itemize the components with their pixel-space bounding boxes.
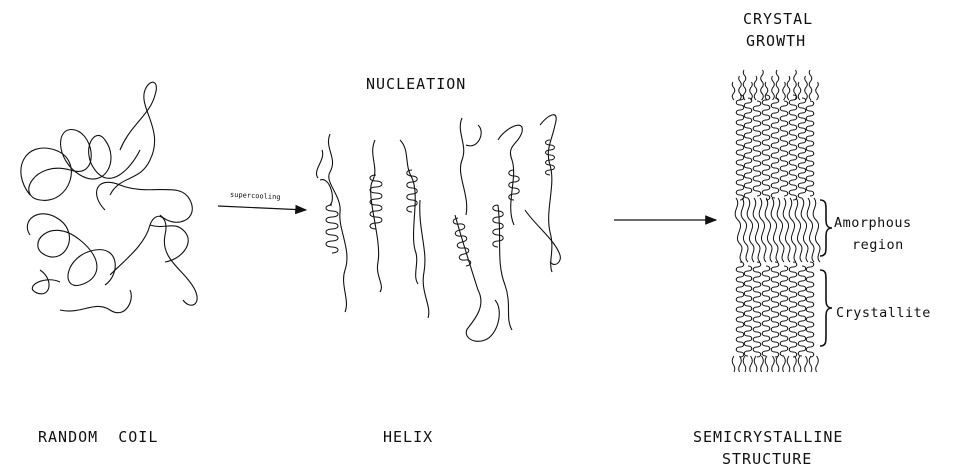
amorphous-chain-end	[805, 356, 808, 372]
crystallite-chain-coil	[771, 262, 779, 357]
crystallite-chain-coil	[806, 101, 814, 196]
crystallite-chain-coil	[736, 262, 744, 357]
amorphous-chain-segment	[771, 198, 778, 262]
amorphous-chain-segment	[783, 198, 790, 262]
amorphous-chain-end	[765, 356, 768, 372]
amorphous-chain-end	[805, 76, 808, 100]
crystal-label: CRYSTAL	[743, 10, 813, 28]
amorphous-chain-end	[816, 82, 819, 100]
amorphous-chain-segment	[795, 198, 802, 262]
semicrystalline-drawing	[732, 70, 820, 372]
crystallite-brace	[820, 270, 832, 346]
crystallite-chain-coil	[762, 95, 770, 200]
crystallite-chain-coil	[806, 262, 814, 357]
amorphous-chain-end	[776, 356, 779, 372]
amorphous-chain-end	[750, 356, 753, 372]
arrow-coil-to-helix	[218, 206, 306, 210]
amorphous-chain-end	[798, 356, 801, 372]
amorphous-chain-segment	[735, 198, 742, 262]
amorphous-label: Amorphous	[834, 215, 912, 231]
crystallite-chain-coil	[798, 266, 806, 356]
amorphous-chain-end	[783, 356, 786, 372]
amorphous-chain-segment	[747, 198, 754, 262]
crystallite-chain-coil	[771, 98, 779, 198]
amorphous-chain-end	[787, 356, 790, 372]
crystallite-chain-coil	[762, 266, 770, 356]
amorphous-chain-end	[776, 70, 779, 100]
amorphous-chain-end	[739, 76, 742, 100]
crystallite-chain-coil	[789, 95, 797, 200]
amorphous-chain-end	[772, 76, 775, 100]
crystallite-label: Crystallite	[836, 305, 931, 321]
amorphous-chain-end	[732, 82, 735, 100]
crystallite-chain-coil	[753, 101, 761, 196]
amorphous-chain-end	[743, 356, 746, 372]
amorphous-chain-end	[754, 76, 757, 100]
random-coil-drawing	[21, 82, 197, 313]
amorphous-chain-end	[772, 356, 775, 372]
crystallite-chain-coil	[744, 266, 752, 356]
crystallite-chain-coil	[780, 266, 788, 356]
structure-caption: STRUCTURE	[722, 450, 812, 468]
amorphous-chain-segment	[753, 198, 760, 262]
amorphous-chain-segment	[777, 198, 784, 262]
amorphous-brace	[820, 200, 832, 256]
amorphous-chain-end	[732, 356, 735, 372]
helix-caption: HELIX	[383, 428, 433, 446]
amorphous-chain-segment	[765, 198, 772, 262]
amorphous-chain-segment	[807, 198, 814, 262]
amorphous-chain-segment	[759, 198, 766, 262]
growth-label: GROWTH	[746, 32, 806, 50]
crystallite-chain-coil	[744, 98, 752, 198]
amorphous-chain-end	[798, 82, 801, 100]
amorphous-chain-segment	[789, 198, 796, 262]
amorphous-chain-segment	[741, 198, 748, 262]
amorphous-chain-end	[783, 82, 786, 100]
crystallite-chain-coil	[780, 101, 788, 196]
amorphous-chain-end	[809, 356, 812, 372]
crystallite-chain-coil	[789, 262, 797, 357]
semicrystalline-caption: SEMICRYSTALLINE	[693, 428, 843, 446]
crystallite-chain-coil	[798, 98, 806, 198]
crystallite-chain-coil	[753, 262, 761, 357]
helix-drawing	[316, 115, 560, 342]
amorphous-chain-end	[765, 82, 768, 100]
amorphous-chain-end	[761, 70, 764, 100]
amorphous-chain-end	[794, 356, 797, 372]
crystallite-chain-coil	[736, 95, 744, 200]
amorphous-chain-end	[739, 356, 742, 372]
amorphous-chain-end	[809, 70, 812, 100]
amorphous-chain-end	[787, 76, 790, 100]
amorphous-chain-end	[743, 70, 746, 100]
random-coil-caption: RANDOM COIL	[38, 428, 158, 446]
amorphous-chain-end	[761, 356, 764, 372]
amorphous-chain-end	[754, 356, 757, 372]
nucleation-label: NUCLEATION	[366, 75, 466, 93]
region-label: region	[852, 237, 904, 253]
amorphous-chain-end	[816, 356, 819, 372]
amorphous-chain-segment	[801, 198, 808, 262]
amorphous-chain-segment	[813, 198, 820, 262]
amorphous-chain-end	[750, 82, 753, 100]
